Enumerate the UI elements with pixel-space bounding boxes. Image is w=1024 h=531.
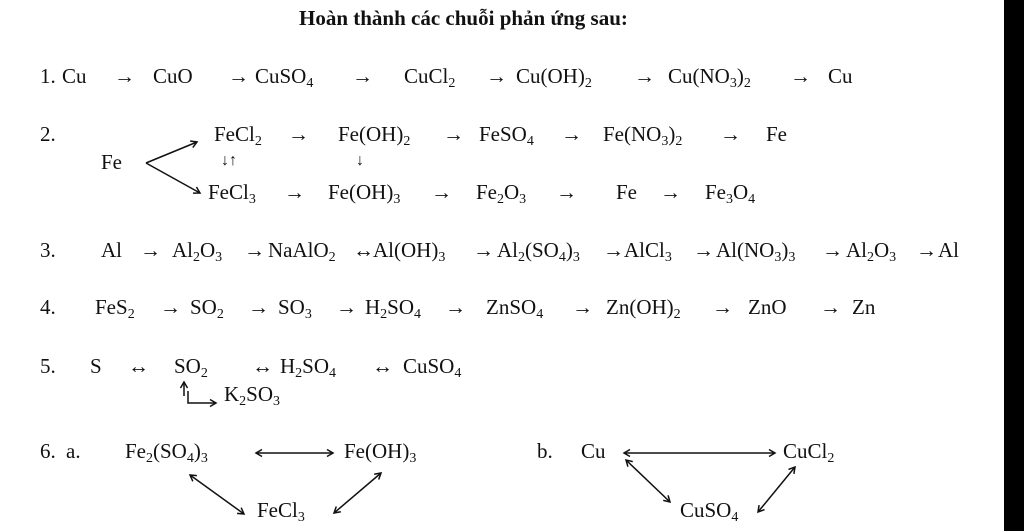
item-4-species: Zn(OH)2	[606, 295, 681, 322]
arrow: →	[660, 180, 681, 204]
branch-k2so3-arrow	[187, 391, 218, 408]
arrow: →	[561, 122, 582, 146]
arrow: →	[572, 295, 593, 319]
item-2-top-species: FeCl2	[214, 122, 262, 149]
item-6a-label: a.	[66, 439, 81, 463]
item-4-species: Zn	[852, 295, 876, 319]
item-2-top-species: Fe(NO3)2	[603, 122, 683, 149]
item-1-species: Cu(OH)2	[516, 64, 592, 91]
arrow: →	[160, 295, 181, 319]
arrow: →	[720, 122, 741, 146]
item-1-species: CuO	[153, 64, 193, 88]
item-2-bottom-species: Fe3O4	[705, 180, 756, 207]
arrow: →	[712, 295, 733, 319]
item-1-species: CuSO4	[255, 64, 314, 91]
arrow: →	[634, 64, 655, 88]
item-6b-right: CuCl2	[783, 439, 835, 466]
arrow: →	[284, 180, 305, 204]
item-3-species: Al(OH)3	[373, 238, 446, 265]
item-6-number: 6.	[40, 439, 56, 463]
double-arrow-6a-left	[188, 474, 246, 515]
arrow: →	[693, 238, 714, 262]
item-4-species: SO3	[278, 295, 312, 322]
arrow: →	[603, 238, 624, 262]
double-arrow-6b-right	[757, 465, 796, 514]
item-4-species: ZnSO4	[486, 295, 544, 322]
item-2-top-species: Fe	[766, 122, 787, 146]
item-3-species: NaAlO2	[268, 238, 336, 265]
updown-arrows: ↓↑	[221, 152, 237, 169]
item-5-number: 5.	[40, 354, 56, 378]
arrow: →	[473, 238, 494, 262]
item-5-branch: K2SO3	[224, 382, 281, 409]
arrow: →	[228, 64, 249, 88]
item-6a-left: Fe2(SO4)3	[125, 439, 208, 466]
item-2-bottom-species: Fe(OH)3	[328, 180, 401, 207]
item-2-start: Fe	[101, 150, 122, 174]
item-2-top-species: FeSO4	[479, 122, 534, 149]
arrow: →	[556, 180, 577, 204]
item-1-number: 1.	[40, 64, 56, 88]
arrow: →	[820, 295, 841, 319]
arrow: →	[244, 238, 265, 262]
item-2-top-species: Fe(OH)2	[338, 122, 411, 149]
item-3-species: Al2O3	[846, 238, 897, 265]
item-1-species: Cu(NO3)2	[668, 64, 751, 91]
item-3-species: AlCl3	[624, 238, 672, 265]
arrow: →	[352, 64, 373, 88]
double-arrow: ↔	[353, 238, 374, 262]
down-arrow: ↓	[356, 152, 364, 169]
double-arrow-6b-left	[624, 458, 672, 504]
item-2-bottom-species: Fe2O3	[476, 180, 527, 207]
item-3-species: Al	[101, 238, 122, 262]
arrow: →	[916, 238, 937, 262]
arrow: →	[486, 64, 507, 88]
arrow: →	[336, 295, 357, 319]
item-4-species: SO2	[190, 295, 224, 322]
item-3-species: Al2O3	[172, 238, 223, 265]
item-3-species: Al(NO3)3	[716, 238, 796, 265]
double-arrow: ↔	[128, 354, 149, 378]
arrow: →	[248, 295, 269, 319]
item-6b-label: b.	[537, 439, 553, 463]
arrow: →	[431, 180, 452, 204]
item-5-species: S	[90, 354, 102, 378]
item-2-bottom-species: Fe	[616, 180, 637, 204]
arrow: →	[443, 122, 464, 146]
arrow: →	[140, 238, 161, 262]
item-6a-right: Fe(OH)3	[344, 439, 417, 466]
item-3-species: Al2(SO4)3	[497, 238, 580, 265]
item-3-number: 3.	[40, 238, 56, 262]
page-title: Hoàn thành các chuỗi phản ứng sau:	[299, 6, 628, 30]
double-arrow: ↔	[252, 354, 273, 378]
item-2-bottom-species: FeCl3	[208, 180, 256, 207]
arrow: →	[288, 122, 309, 146]
item-1-species: Cu	[62, 64, 87, 88]
item-4-species: FeS2	[95, 295, 135, 322]
item-6b-left: Cu	[581, 439, 606, 463]
branch-down-arrow	[145, 162, 202, 194]
item-1-species: Cu	[828, 64, 853, 88]
double-arrow: ↔	[372, 354, 393, 378]
item-4-species: ZnO	[748, 295, 787, 319]
branch-up-arrow	[145, 140, 199, 164]
arrow: →	[114, 64, 135, 88]
item-3-species: Al	[938, 238, 959, 262]
item-6a-bottom: FeCl3	[257, 498, 305, 525]
item-5-species: SO2	[174, 354, 208, 381]
item-5-species: CuSO4	[403, 354, 462, 381]
item-2-number: 2.	[40, 122, 56, 146]
item-4-number: 4.	[40, 295, 56, 319]
item-6b-bottom: CuSO4	[680, 498, 739, 525]
item-1-species: CuCl2	[404, 64, 456, 91]
item-5-species: H2SO4	[280, 354, 337, 381]
arrow: →	[790, 64, 811, 88]
arrow: →	[445, 295, 466, 319]
double-arrow-6a-right	[332, 472, 383, 514]
arrow: →	[822, 238, 843, 262]
item-4-species: H2SO4	[365, 295, 422, 322]
